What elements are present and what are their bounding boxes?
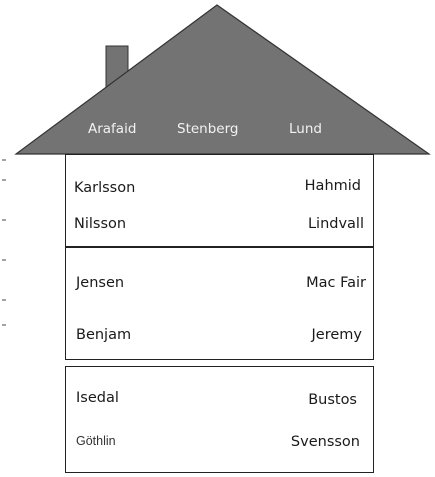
roof-name-arafaid: Arafaid — [88, 121, 137, 137]
resident-name: Jeremy — [311, 327, 362, 343]
floor-1 — [65, 154, 374, 247]
resident-name: Karlsson — [74, 180, 136, 196]
roof-name-stenberg: Stenberg — [177, 121, 239, 137]
resident-name: Lindvall — [307, 216, 364, 232]
resident-name: Benjam — [76, 327, 132, 343]
floor-2 — [65, 247, 374, 360]
resident-name: Svensson — [290, 434, 360, 450]
side-dashes — [2, 159, 6, 326]
floor-3 — [65, 366, 374, 473]
resident-name: Jensen — [76, 275, 125, 291]
resident-name: Mac Fair — [306, 275, 366, 291]
resident-name: Hahmid — [304, 178, 361, 194]
resident-name: Göthlin — [76, 434, 116, 448]
resident-name: Isedal — [76, 390, 119, 406]
resident-name: Bustos — [308, 392, 357, 408]
resident-name: Nilsson — [74, 216, 127, 232]
roof-name-lund: Lund — [289, 121, 322, 137]
